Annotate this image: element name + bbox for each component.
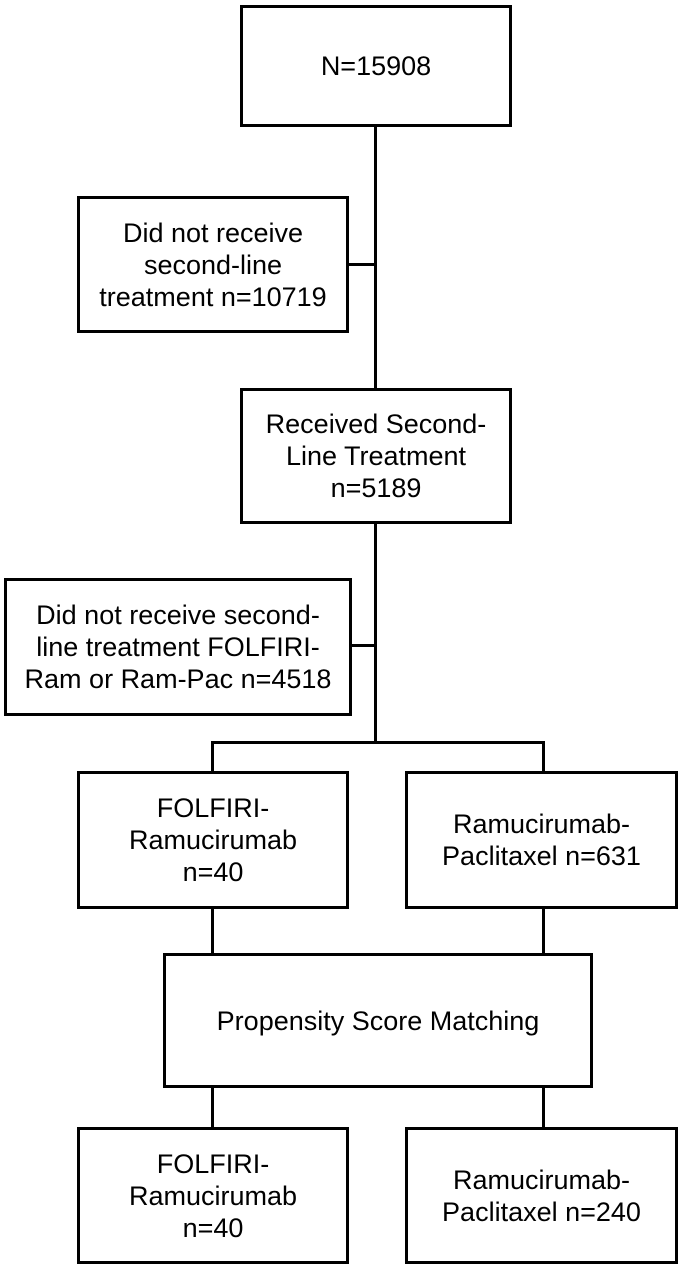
connector-to-no-folfiri-rampac: [349, 644, 377, 647]
connector-split-left: [211, 741, 214, 774]
node-ram-pac-post-line-1: Ramucirumab-: [452, 1164, 631, 1195]
connector-psm-to-folfiri: [211, 1085, 214, 1130]
node-ram-pac-post: Ramucirumab- Paclitaxel n=240: [405, 1127, 678, 1264]
node-folfiri-ram-post-line-1: FOLFIRI-: [156, 1148, 270, 1179]
node-folfiri-ram-pre-line-1: FOLFIRI-: [156, 793, 270, 823]
node-second-line-line-2: Line Treatment: [285, 441, 467, 471]
node-no-folfiri-rampac: Did not receive second- line treatment F…: [4, 578, 352, 716]
node-ram-pac-post-line-2: Paclitaxel n=240: [442, 1196, 641, 1227]
node-ram-pac-pre: Ramucirumab- Paclitaxel n=631: [405, 771, 678, 909]
node-no-folfiri-rampac-line-2: line treatment FOLFIRI-: [36, 632, 320, 662]
node-propensity-score-matching: Propensity Score Matching: [163, 953, 593, 1088]
connector-folfiri-to-psm: [211, 906, 214, 956]
connector-split-horizontal: [211, 741, 545, 744]
connector-split-right: [542, 741, 545, 774]
node-second-line-line-3: n=5189: [330, 473, 422, 503]
connector-total-to-second-line: [374, 124, 377, 388]
node-folfiri-ram-post: FOLFIRI- Ramucirumab n=40: [77, 1127, 349, 1264]
node-ram-pac-pre-line-1: Ramucirumab-: [452, 809, 631, 839]
connector-to-no-second-line: [346, 263, 377, 266]
node-no-second-line-line-2: second-line: [143, 249, 283, 280]
node-folfiri-ram-post-line-2: Ramucirumab: [128, 1180, 298, 1211]
connector-psm-to-rampac: [542, 1085, 545, 1130]
node-second-line: Received Second- Line Treatment n=5189: [240, 388, 512, 524]
node-psm-line-1: Propensity Score Matching: [216, 1005, 540, 1036]
node-no-second-line-line-3: treatment n=10719: [99, 281, 327, 312]
connector-second-line-down: [374, 521, 377, 743]
node-no-folfiri-rampac-line-1: Did not receive second-: [36, 600, 320, 630]
node-no-folfiri-rampac-line-3: Ram or Ram-Pac n=4518: [24, 664, 332, 694]
node-second-line-line-1: Received Second-: [265, 409, 487, 439]
node-ram-pac-pre-line-2: Paclitaxel n=631: [442, 841, 641, 871]
node-total-line-1: N=15908: [320, 51, 432, 81]
connector-rampac-to-psm: [542, 906, 545, 956]
node-total: N=15908: [240, 5, 512, 127]
node-no-second-line: Did not receive second-line treatment n=…: [77, 196, 349, 333]
node-folfiri-ram-pre-line-3: n=40: [182, 857, 244, 887]
node-folfiri-ram-pre-line-2: Ramucirumab: [128, 825, 298, 855]
node-folfiri-ram-pre: FOLFIRI- Ramucirumab n=40: [77, 771, 349, 909]
node-no-second-line-line-1: Did not receive: [122, 217, 304, 248]
node-folfiri-ram-post-line-3: n=40: [182, 1212, 244, 1243]
